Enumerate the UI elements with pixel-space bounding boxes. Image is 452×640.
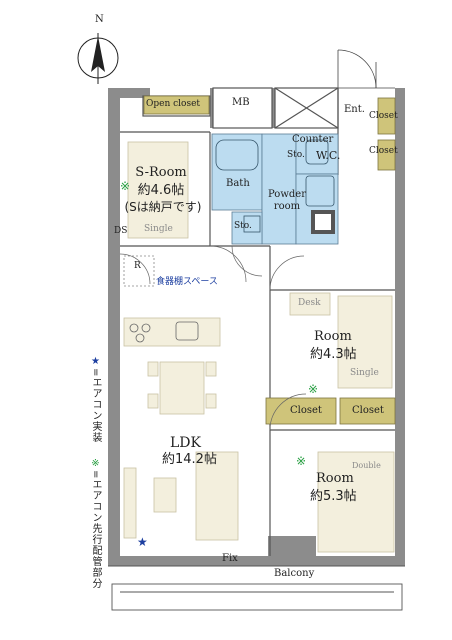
label-counter: Counter bbox=[292, 134, 334, 145]
label-powder-room-1: Powder bbox=[267, 189, 306, 200]
legend-aircon-text: =エアコン実装 bbox=[90, 368, 101, 444]
label-balcony: Balcony bbox=[274, 568, 315, 579]
furniture bbox=[123, 141, 395, 553]
room2-piping-mark: ※ bbox=[296, 454, 307, 468]
label-ldk: LDK bbox=[170, 435, 201, 451]
room2-bed bbox=[317, 451, 395, 553]
legend-aircon: ★=エアコン実装 bbox=[88, 356, 103, 443]
kitchen-counter bbox=[123, 317, 221, 347]
s-room-piping-mark: ※ bbox=[120, 179, 131, 193]
legend-piping-mark-icon: ※ bbox=[90, 458, 101, 470]
label-powder-room-2: room bbox=[273, 201, 301, 212]
dining-table bbox=[159, 361, 205, 415]
stove-icon bbox=[129, 321, 199, 343]
room1-piping-mark: ※ bbox=[308, 382, 319, 396]
exterior-walls bbox=[108, 88, 405, 566]
s-room-bed bbox=[127, 141, 189, 239]
label-closet-room1: Closet bbox=[290, 405, 322, 416]
label-storage-wc: Sto. bbox=[287, 150, 305, 160]
door-swing-icons bbox=[119, 245, 307, 431]
label-room2-bed: Double bbox=[352, 461, 381, 470]
room1-bed bbox=[337, 295, 393, 389]
label-mb: MB bbox=[232, 97, 250, 108]
desk bbox=[289, 292, 331, 316]
tv-board bbox=[123, 467, 137, 539]
label-room1-bed: Single bbox=[350, 368, 379, 378]
label-room1: Room bbox=[314, 329, 352, 344]
label-bath: Bath bbox=[226, 178, 250, 189]
coffee-table bbox=[153, 477, 177, 513]
label-s-room-note: (Sは納戸です) bbox=[124, 200, 202, 214]
label-closet-room2: Closet bbox=[352, 405, 384, 416]
balcony-rail bbox=[108, 565, 405, 611]
closet-fills bbox=[143, 95, 396, 425]
bathtub-icon bbox=[215, 139, 335, 233]
label-closet-entry-bottom: Closet bbox=[369, 146, 398, 156]
legend-piping: ※=エアコン先行配管部分 bbox=[88, 458, 103, 589]
north-arrow-icon bbox=[77, 33, 119, 84]
label-desk: Desk bbox=[298, 298, 321, 308]
north-letter: N bbox=[95, 14, 104, 25]
label-open-closet: Open closet bbox=[146, 99, 201, 109]
entrance-door-icon bbox=[337, 49, 395, 89]
refrigerator-space bbox=[123, 255, 155, 287]
label-room2-size: 約5.3帖 bbox=[310, 489, 357, 504]
sofa bbox=[195, 451, 239, 541]
label-entrance: Ent. bbox=[344, 104, 365, 115]
ldk-aircon-star-icon: ★ bbox=[137, 535, 148, 549]
label-storage-bath: Sto. bbox=[234, 221, 252, 231]
label-fix: Fix bbox=[222, 553, 238, 564]
label-room2: Room bbox=[316, 471, 354, 486]
label-refrigerator: R bbox=[134, 261, 141, 271]
label-s-room: S-Room bbox=[135, 165, 187, 180]
label-s-room-bed: Single bbox=[144, 224, 173, 234]
label-s-room-size: 約4.6帖 bbox=[137, 183, 185, 198]
label-ds: DS bbox=[114, 226, 128, 236]
legend-piping-text: =エアコン先行配管部分 bbox=[90, 470, 101, 590]
label-room1-size: 約4.3帖 bbox=[310, 347, 357, 362]
label-cupboard-space: 食器棚スペース bbox=[156, 277, 218, 287]
legend-aircon-star-icon: ★ bbox=[90, 356, 101, 368]
label-closet-entry-top: Closet bbox=[369, 111, 398, 121]
label-ldk-size: 約14.2帖 bbox=[162, 452, 217, 467]
label-wc: W.C. bbox=[316, 149, 341, 162]
